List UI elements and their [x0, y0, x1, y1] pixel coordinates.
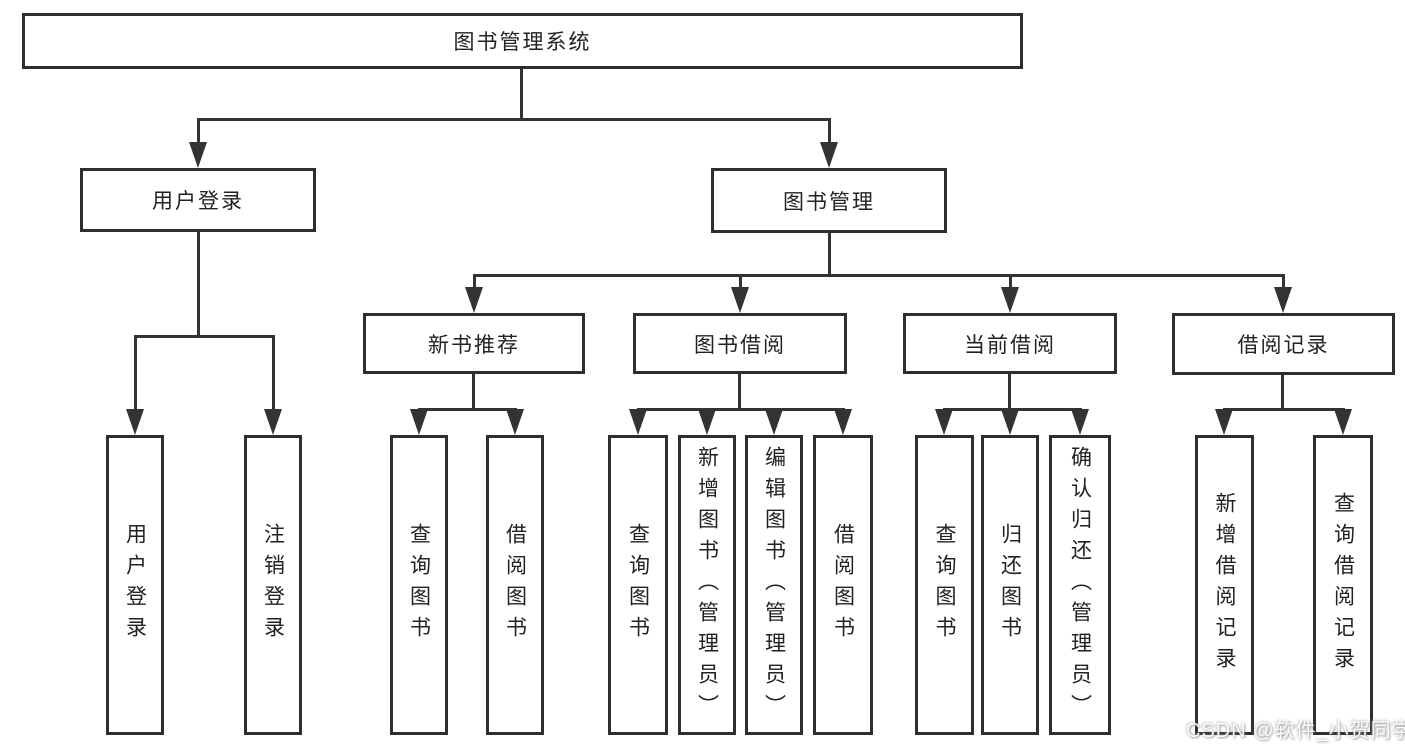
- edge-book-borrow-stem: [738, 374, 741, 408]
- arrowhead-bb-borrow-icon: [834, 409, 852, 435]
- arrowhead-leaf-user-login-icon: [126, 409, 144, 435]
- edge-drop-borrow-records: [1282, 277, 1285, 289]
- node-root: 图书管理系统: [22, 13, 1023, 69]
- edge-drop-current-borrow: [1009, 277, 1012, 289]
- csdn-watermark: CSDN @软件_小贺同学: [1186, 720, 1405, 742]
- node-book-borrow-label: 图书借阅: [694, 333, 786, 357]
- edge-root-stem: [520, 69, 523, 118]
- leaf-bb-borrow-books-label: 借阅图书: [831, 523, 855, 647]
- arrowhead-nb-borrow-icon: [506, 409, 524, 435]
- arrowhead-bb-add-icon: [698, 409, 716, 435]
- node-user-login-label: 用户登录: [152, 190, 244, 213]
- node-current-borrow-label: 当前借阅: [964, 333, 1056, 357]
- leaf-cb-return-books: 归还图书: [981, 435, 1039, 735]
- leaf-cb-query-books: 查询图书: [915, 435, 974, 735]
- leaf-cb-return-books-label: 归还图书: [998, 523, 1022, 647]
- leaf-bb-query-books: 查询图书: [608, 435, 668, 735]
- edge-drop-leaf-user-login: [134, 338, 137, 412]
- edge-borrow-records-stem: [1281, 375, 1284, 408]
- edge-drop-book-borrow: [739, 277, 742, 289]
- node-borrow-records-label: 借阅记录: [1237, 334, 1330, 357]
- edge-drop-leaf-logout: [272, 338, 275, 412]
- arrowhead-br-add-icon: [1215, 409, 1233, 435]
- leaf-br-query-record: 查询借阅记录: [1313, 435, 1373, 735]
- arrowhead-cb-confirm-icon: [1071, 409, 1089, 435]
- leaf-bb-borrow-books: 借阅图书: [813, 435, 873, 735]
- node-borrow-records: 借阅记录: [1172, 313, 1395, 375]
- leaf-bb-edit-books-admin-label: 编辑图书（管理员）: [762, 445, 786, 725]
- edge-current-borrow-stem: [1008, 374, 1011, 408]
- leaf-bb-edit-books-admin: 编辑图书（管理员）: [745, 435, 803, 735]
- edge-drop-new-book-recommend: [473, 277, 476, 289]
- leaf-br-add-record: 新增借阅记录: [1195, 435, 1254, 735]
- edge-borrow-records-crossbar: [1223, 408, 1345, 411]
- leaf-cb-confirm-return-admin-label: 确认归还（管理员）: [1068, 445, 1092, 725]
- edge-user-login-stem: [197, 232, 200, 335]
- edge-user-login-crossbar: [134, 335, 275, 338]
- edge-drop-user-login: [197, 121, 200, 145]
- leaf-bb-query-books-label: 查询图书: [626, 523, 650, 647]
- leaf-cb-query-books-label: 查询图书: [933, 523, 956, 647]
- node-current-borrow: 当前借阅: [903, 313, 1117, 374]
- arrowhead-bb-edit-icon: [765, 409, 783, 435]
- arrowhead-bb-query-icon: [629, 409, 647, 435]
- leaf-bb-add-books-admin: 新增图书（管理员）: [678, 435, 736, 735]
- arrowhead-new-book-recommend-icon: [465, 287, 483, 313]
- leaf-nb-query-books: 查询图书: [390, 435, 448, 735]
- edge-book-borrow-crossbar: [637, 408, 845, 411]
- leaf-nb-borrow-books: 借阅图书: [486, 435, 544, 735]
- arrowhead-nb-query-icon: [410, 409, 428, 435]
- edge-book-management-crossbar: [473, 274, 1285, 277]
- leaf-nb-borrow-books-label: 借阅图书: [503, 523, 527, 647]
- node-root-label: 图书管理系统: [453, 31, 592, 54]
- arrowhead-br-query-icon: [1334, 409, 1352, 435]
- arrowhead-current-borrow-icon: [1001, 287, 1019, 313]
- node-new-book-recommend: 新书推荐: [363, 313, 585, 374]
- leaf-br-query-record-label: 查询借阅记录: [1331, 492, 1355, 678]
- edge-new-book-recommend-stem: [472, 374, 475, 408]
- leaf-user-login: 用户登录: [106, 435, 164, 735]
- node-book-management: 图书管理: [711, 168, 947, 233]
- node-book-borrow: 图书借阅: [633, 313, 847, 374]
- node-book-management-label: 图书管理: [783, 190, 875, 214]
- arrowhead-borrow-records-icon: [1274, 287, 1292, 313]
- arrowhead-cb-return-icon: [1001, 409, 1019, 435]
- leaf-logout: 注销登录: [244, 435, 302, 735]
- arrowhead-user-login-icon: [189, 142, 207, 168]
- arrowhead-cb-query-icon: [935, 409, 953, 435]
- node-new-book-recommend-label: 新书推荐: [428, 333, 520, 357]
- leaf-bb-add-books-admin-label: 新增图书（管理员）: [695, 445, 719, 725]
- arrowhead-leaf-logout-icon: [264, 409, 282, 435]
- edge-book-management-stem: [828, 233, 831, 274]
- arrowhead-book-borrow-icon: [731, 287, 749, 313]
- leaf-cb-confirm-return-admin: 确认归还（管理员）: [1049, 435, 1111, 735]
- node-user-login: 用户登录: [80, 168, 316, 232]
- arrowhead-book-management-icon: [820, 142, 838, 168]
- leaf-nb-query-books-label: 查询图书: [407, 523, 431, 647]
- leaf-br-add-record-label: 新增借阅记录: [1213, 492, 1236, 678]
- leaf-user-login-label: 用户登录: [123, 523, 147, 647]
- edge-root-crossbar: [197, 118, 831, 121]
- edge-new-book-recommend-crossbar: [418, 408, 517, 411]
- leaf-logout-label: 注销登录: [261, 523, 285, 647]
- edge-drop-book-management: [828, 121, 831, 145]
